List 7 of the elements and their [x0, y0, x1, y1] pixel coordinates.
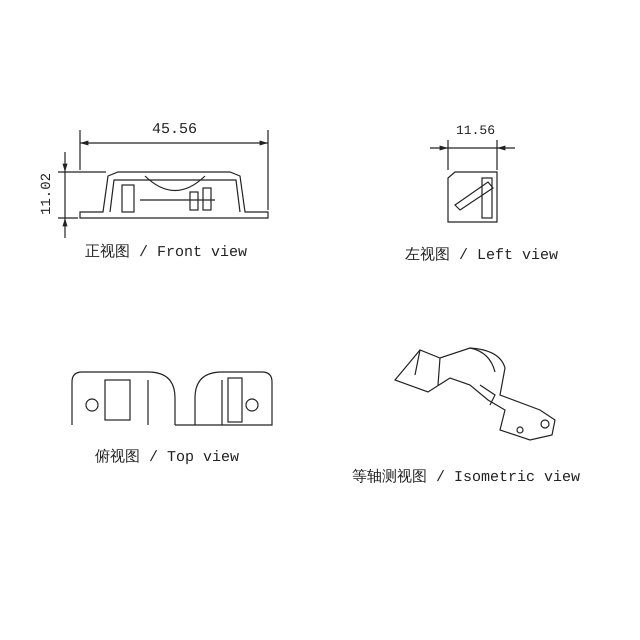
dimension-value: 45.56: [152, 122, 198, 137]
dimension-value: 11.02: [40, 173, 54, 216]
dimension-value: 11.56: [456, 124, 496, 137]
view-caption: 左视图 / Left view: [405, 248, 558, 263]
view-caption: 等轴测视图 / Isometric view: [352, 470, 580, 485]
view-caption: 俯视图 / Top view: [95, 450, 240, 465]
view-caption: 正视图 / Front view: [85, 245, 248, 260]
